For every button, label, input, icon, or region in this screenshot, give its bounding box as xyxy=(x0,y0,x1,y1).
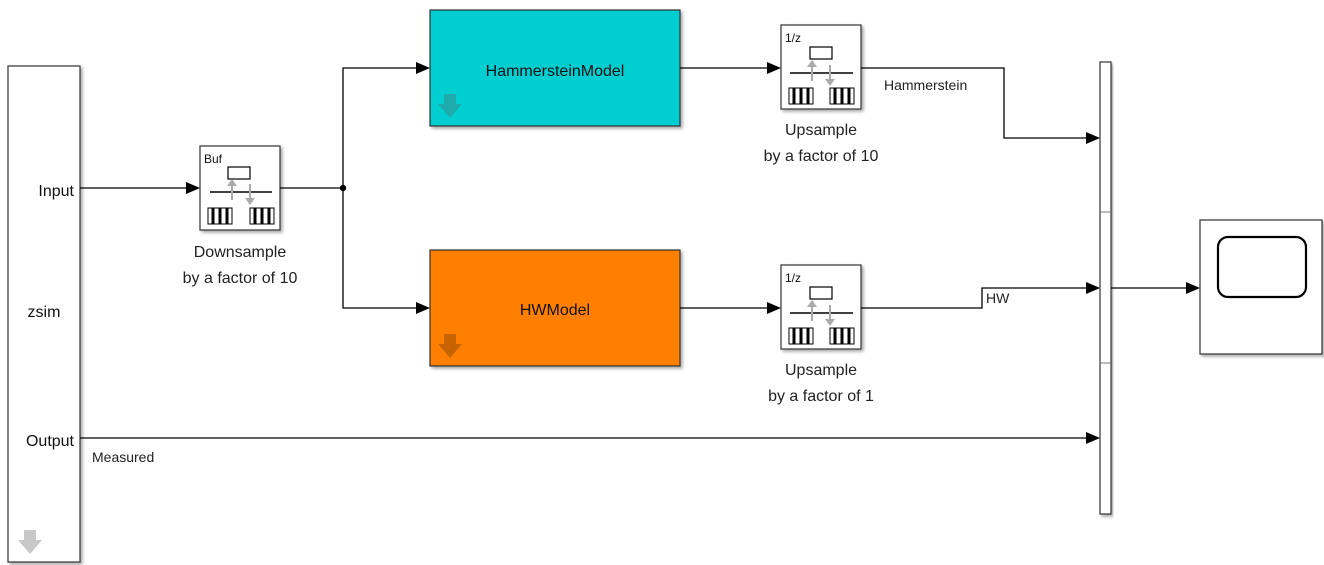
upsample-top-caption-line1: Upsample xyxy=(785,122,857,139)
down-arrow-icon xyxy=(18,530,42,554)
rate-transition-icon xyxy=(227,179,255,205)
upsample-bottom-caption-line1: Upsample xyxy=(785,362,857,379)
delay-icon-text: 1/z xyxy=(785,31,801,45)
scope-icon xyxy=(1216,235,1308,299)
zsim-block-name: zsim xyxy=(28,304,61,321)
signal-label-measured: Measured xyxy=(92,449,154,465)
upsample-top-caption-line2: by a factor of 10 xyxy=(764,148,879,165)
downsample-caption-line2: by a factor of 10 xyxy=(183,270,298,287)
frame-icon-right xyxy=(249,207,275,225)
delay-icon-text: 1/z xyxy=(785,271,801,285)
frame-icon-left xyxy=(207,207,233,225)
mux-block[interactable] xyxy=(1099,61,1112,515)
downsample-block[interactable]: Buf xyxy=(199,145,281,231)
frame-icon-left xyxy=(788,87,814,105)
downsample-caption-line1: Downsample xyxy=(194,244,287,261)
buffer-icon-text: Buf xyxy=(204,152,223,166)
frame-icon-right xyxy=(829,327,855,345)
upsample-top-block[interactable]: 1/z xyxy=(780,24,862,110)
frame-icon-right xyxy=(829,87,855,105)
input-port-label: Input xyxy=(38,183,74,200)
signal-label-hammerstein: Hammerstein xyxy=(884,77,967,93)
scope-block[interactable] xyxy=(1199,219,1323,355)
signal-lines xyxy=(80,62,1200,444)
frame-icon-left xyxy=(788,327,814,345)
signal-label-hw: HW xyxy=(986,290,1010,306)
upsample-bottom-caption-line2: by a factor of 1 xyxy=(768,388,874,405)
upsample-bottom-block[interactable]: 1/z xyxy=(780,264,862,350)
down-arrow-icon xyxy=(438,334,462,358)
rate-transition-icon xyxy=(807,300,835,326)
hammerstein-model-block[interactable]: HammersteinModel xyxy=(429,9,681,127)
hw-model-label: HWModel xyxy=(520,302,590,319)
zsim-source-block[interactable]: Input zsim Output xyxy=(7,65,81,563)
hw-model-block[interactable]: HWModel xyxy=(429,249,681,367)
rate-transition-icon xyxy=(807,60,835,86)
down-arrow-icon xyxy=(438,94,462,118)
output-port-label: Output xyxy=(26,433,75,450)
hammerstein-model-label: HammersteinModel xyxy=(486,63,625,80)
